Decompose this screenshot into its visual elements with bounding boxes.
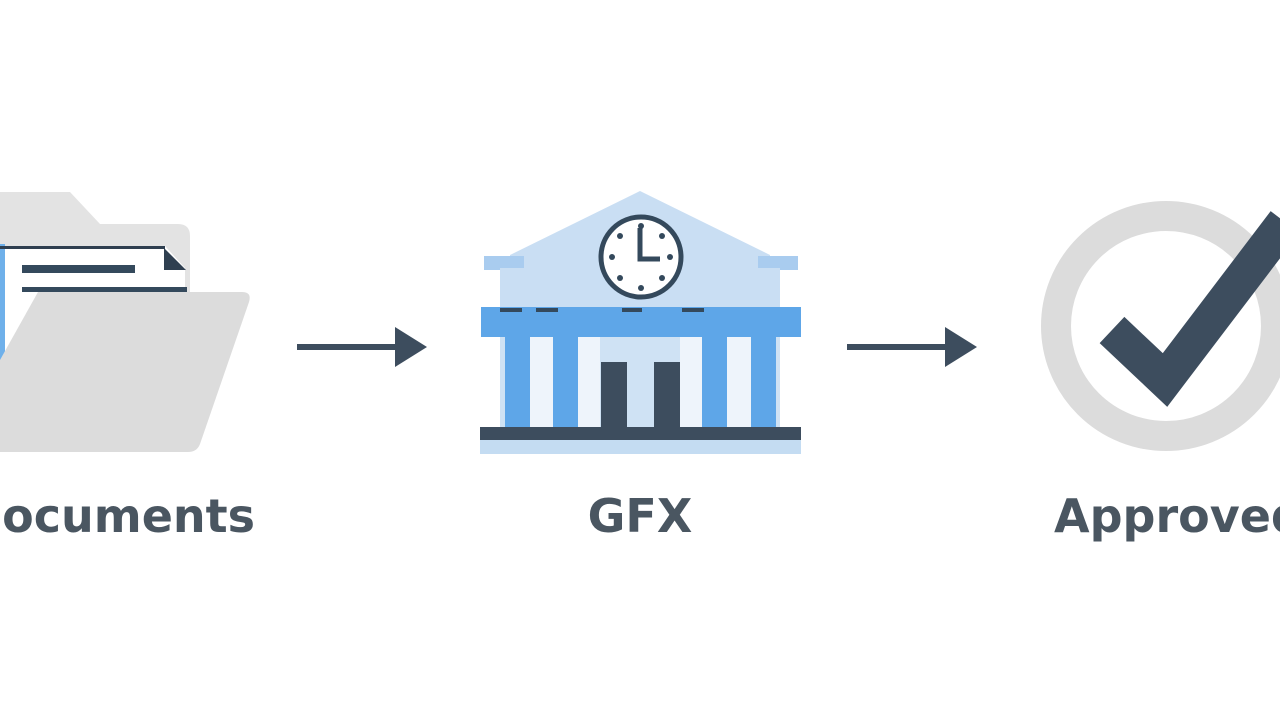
bank-clock-icon [480,191,801,454]
folder-documents-icon [0,192,250,452]
arrow-right-icon [847,327,977,367]
step-label-gfx: GFX [588,489,693,543]
step-label-approved: Approved [1054,489,1280,543]
step-label-documents: Documents [0,489,255,543]
checkmark-circle-icon [1041,201,1280,451]
arrow-right-icon [297,327,427,367]
